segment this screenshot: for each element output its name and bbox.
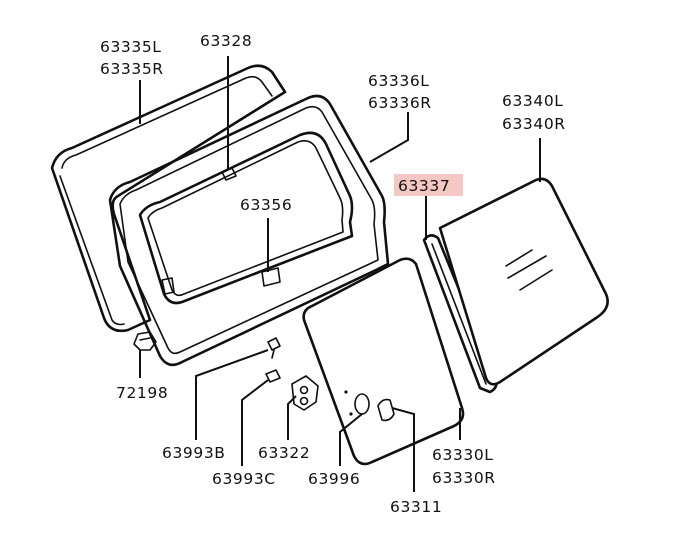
part-labels: 63335L 63335R 63328 63336L 63336R 63340L… (100, 32, 566, 516)
label-63996: 63996 (308, 470, 360, 488)
weatherstrip-frame-part (50, 64, 287, 333)
stop-63311-part (377, 398, 395, 422)
window-sash-part (108, 94, 390, 367)
sliding-glass-part (302, 257, 465, 466)
label-63335-r: 63335R (100, 60, 164, 78)
clip-63356-part (261, 267, 281, 287)
latch-63322-part (291, 375, 319, 411)
leader-63996 (339, 413, 363, 466)
leader-63336 (369, 112, 409, 163)
highlight-63337 (394, 174, 463, 196)
leader-63322 (287, 395, 297, 440)
label-63337: 63337 (398, 177, 450, 195)
label-63340-r: 63340R (502, 115, 566, 133)
fixed-glass-part (438, 177, 609, 386)
label-63993c: 63993C (212, 470, 276, 488)
label-63356: 63356 (240, 196, 292, 214)
label-63336-r: 63336R (368, 94, 432, 112)
screw-63993b-part (267, 337, 281, 359)
label-63993b: 63993B (162, 444, 226, 462)
label-63340-l: 63340L (502, 92, 564, 110)
leader-63993b (195, 349, 269, 440)
label-63330-r: 63330R (432, 469, 496, 487)
label-63336-l: 63336L (368, 72, 430, 90)
leader-lines (139, 56, 541, 492)
leader-63311 (391, 407, 415, 492)
label-63328: 63328 (200, 32, 252, 50)
label-63335-l: 63335L (100, 38, 162, 56)
leader-63993c (241, 379, 269, 466)
label-63330-l: 63330L (432, 446, 494, 464)
label-63311: 63311 (390, 498, 442, 516)
label-72198: 72198 (116, 384, 168, 402)
label-63322: 63322 (258, 444, 310, 462)
screw-63993c-part (265, 369, 281, 383)
